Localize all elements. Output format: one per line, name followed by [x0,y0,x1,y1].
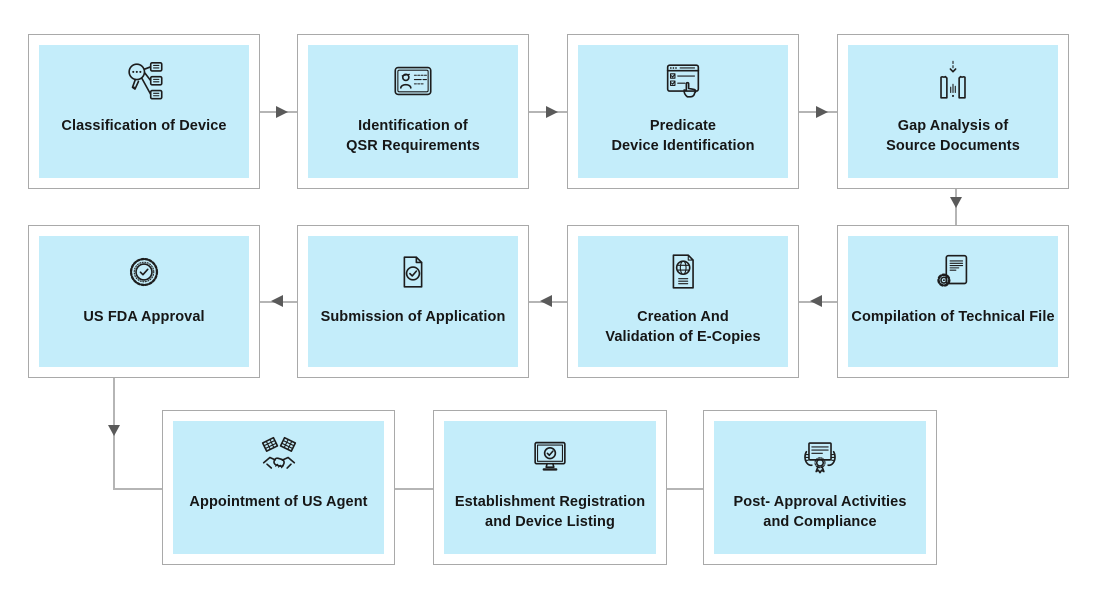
approval-seal-icon [121,247,167,297]
arrow-left-icon [540,295,552,307]
step-box-establishment-registration-and-device-listing: Establishment Registration and Device Li… [433,410,667,565]
step-box-us-fda-approval: US FDA Approval [28,225,260,378]
id-card-icon [390,56,436,106]
handshake-flags-icon [256,432,302,482]
document-check-icon [390,247,436,297]
step-box-compilation-of-technical-file: Compilation of Technical File [837,225,1069,378]
step-label: Predicate Device Identification [611,118,755,154]
gap-documents-icon [930,56,976,106]
step-label: Establishment Registration and Device Li… [454,494,646,530]
arrow-right-icon [276,106,288,118]
connector-line [667,488,703,490]
step-label: Appointment of US Agent [189,494,368,510]
step-box-submission-of-application: Submission of Application [297,225,529,378]
step-box-post-approval-activities-and-compliance: Post- Approval Activities and Compliance [703,410,937,565]
arrow-right-icon [816,106,828,118]
step-label: Gap Analysis of Source Documents [886,118,1020,154]
step-label: Compilation of Technical File [851,309,1055,325]
step-label: Classification of Device [61,118,227,134]
step-box-gap-analysis-of-source-documents: Gap Analysis of Source Documents [837,34,1069,189]
step-box-creation-and-validation-of-e-copies: Creation And Validation of E-Copies [567,225,799,378]
monitor-check-icon [527,432,573,482]
document-gear-icon [930,247,976,297]
globe-document-icon [660,247,706,297]
step-box-identification-of-qsr-requirements: Identification of QSR Requirements [297,34,529,189]
arrow-left-icon [271,295,283,307]
step-label: Submission of Application [320,309,506,325]
connector-line [395,488,433,490]
checklist-cursor-icon [660,56,706,106]
step-label: Creation And Validation of E-Copies [605,309,761,345]
connector-line [113,488,162,490]
step-label: US FDA Approval [83,309,205,325]
step-label: Post- Approval Activities and Compliance [733,494,907,530]
arrow-right-icon [546,106,558,118]
step-box-classification-of-device: Classification of Device [28,34,260,189]
arrow-down-icon [950,197,962,208]
step-box-predicate-device-identification: Predicate Device Identification [567,34,799,189]
step-box-appointment-of-us-agent: Appointment of US Agent [162,410,395,565]
certificate-hands-icon [797,432,843,482]
arrow-left-icon [810,295,822,307]
magnifier-classification-icon [121,56,167,106]
step-label: Identification of QSR Requirements [346,118,480,154]
arrow-down-icon [108,425,120,436]
